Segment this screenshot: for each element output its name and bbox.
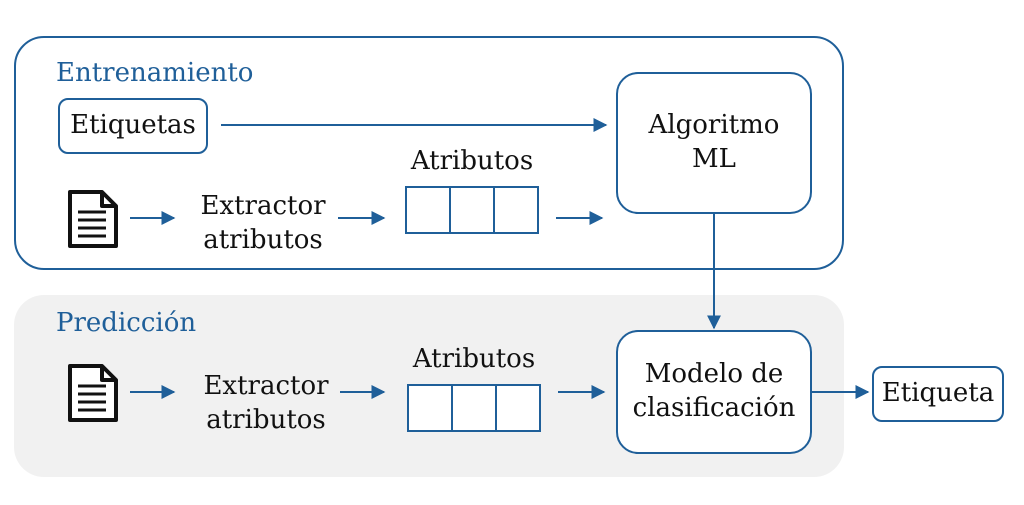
training-features-title: Atributos	[410, 146, 534, 176]
feature-cell	[409, 386, 453, 430]
prediction-title: Predicción	[56, 308, 197, 338]
feature-cell	[497, 386, 539, 430]
prediction-features-title: Atributos	[412, 344, 536, 374]
prediction-extractor-label: Extractor atributos	[203, 371, 329, 435]
training-title: Entrenamiento	[56, 58, 254, 88]
labels-box: Etiquetas	[58, 98, 208, 154]
ml-algorithm-box: Algoritmo ML	[616, 72, 812, 214]
training-extractor-label: Extractor atributos	[200, 191, 326, 255]
training-feature-vector	[405, 186, 539, 234]
document-icon	[68, 364, 118, 422]
feature-cell	[495, 188, 537, 232]
feature-cell	[451, 188, 495, 232]
classification-model-box: Modelo de clasificación	[616, 330, 812, 454]
document-icon	[68, 190, 118, 248]
prediction-feature-vector	[407, 384, 541, 432]
feature-cell	[407, 188, 451, 232]
output-label-box: Etiqueta	[872, 366, 1004, 422]
feature-cell	[453, 386, 497, 430]
